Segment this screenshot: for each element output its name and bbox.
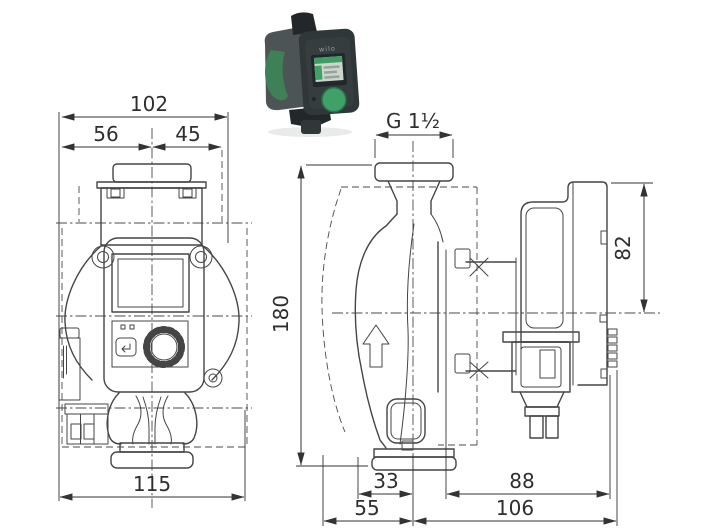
front-terminal-box <box>100 187 203 246</box>
dim-total-depth: 106 <box>413 496 617 525</box>
control-knob-teeth <box>143 326 185 368</box>
dim-front-left-width: 56 <box>61 122 152 151</box>
front-view <box>56 128 252 508</box>
dim-label: 45 <box>175 122 200 146</box>
front-control-panel <box>111 320 189 368</box>
led-indicator <box>120 324 126 330</box>
photo-display-header <box>313 56 343 64</box>
side-pipe-flange <box>374 162 454 182</box>
photo-display-sidebar <box>314 65 323 80</box>
photo-led-dot <box>311 97 316 102</box>
side-shell-phantom <box>321 188 346 433</box>
side-module-housing <box>520 181 608 386</box>
side-terminal-box <box>502 331 580 439</box>
front-body-arc-left <box>64 245 102 381</box>
side-window <box>386 398 426 444</box>
dim-front-base-width: 115 <box>59 472 245 501</box>
product-photo: wilo <box>264 12 360 137</box>
front-display-bezel <box>111 253 190 313</box>
photo-green-button <box>321 87 346 112</box>
dim-label: G 1½ <box>386 109 440 133</box>
dim-front-depth: 55 <box>323 496 413 525</box>
return-button <box>115 337 137 357</box>
photo-display-line <box>323 70 338 74</box>
dim-label: 180 <box>269 295 293 333</box>
dim-front-total-width: 102 <box>61 92 228 121</box>
dim-front-right-width: 45 <box>152 122 222 151</box>
dim-label: 33 <box>373 469 398 493</box>
dim-height: 180 <box>269 165 305 466</box>
photo-top-cap <box>291 12 317 35</box>
side-view <box>321 141 660 471</box>
dim-label: 82 <box>611 235 635 260</box>
front-display <box>117 258 184 308</box>
control-knob <box>150 333 178 361</box>
front-pipe-flange <box>110 451 194 469</box>
front-control-module <box>103 237 205 393</box>
photo-pipe-stub <box>301 120 321 134</box>
dim-foot-front: 33 <box>358 469 413 498</box>
front-body-arc-right <box>202 245 240 381</box>
dim-label: 56 <box>93 122 118 146</box>
front-volute <box>106 392 198 469</box>
dim-module-height: 82 <box>611 183 648 313</box>
dim-label: 102 <box>130 92 168 116</box>
front-top-plate <box>96 181 207 189</box>
side-pipe-flange-bottom <box>371 456 457 471</box>
photo-display-line <box>324 75 340 79</box>
dim-label: 106 <box>496 496 534 520</box>
led-indicator <box>129 324 135 330</box>
dim-label: 55 <box>354 496 379 520</box>
photo-display-line <box>323 65 340 69</box>
dim-label: 88 <box>509 469 534 493</box>
front-connector <box>58 327 109 445</box>
side-plug-ribs <box>607 328 618 368</box>
dim-thread: G 1½ <box>375 109 453 139</box>
photo-green-button-ring <box>321 86 347 113</box>
dim-label: 115 <box>133 472 171 496</box>
dimensions: 102 56 45 115 G 1½ 180 82 <box>58 92 653 526</box>
dim-rear-depth: 88 <box>446 469 610 498</box>
flow-direction-arrow-icon <box>362 324 390 368</box>
photo-green-housing <box>265 50 288 101</box>
side-volute-outline <box>354 213 398 449</box>
photo-control-module: wilo <box>298 28 360 116</box>
side-foot-plate <box>373 448 455 458</box>
return-arrow-icon <box>121 343 131 353</box>
photo-wilo-logo: wilo <box>319 44 336 53</box>
